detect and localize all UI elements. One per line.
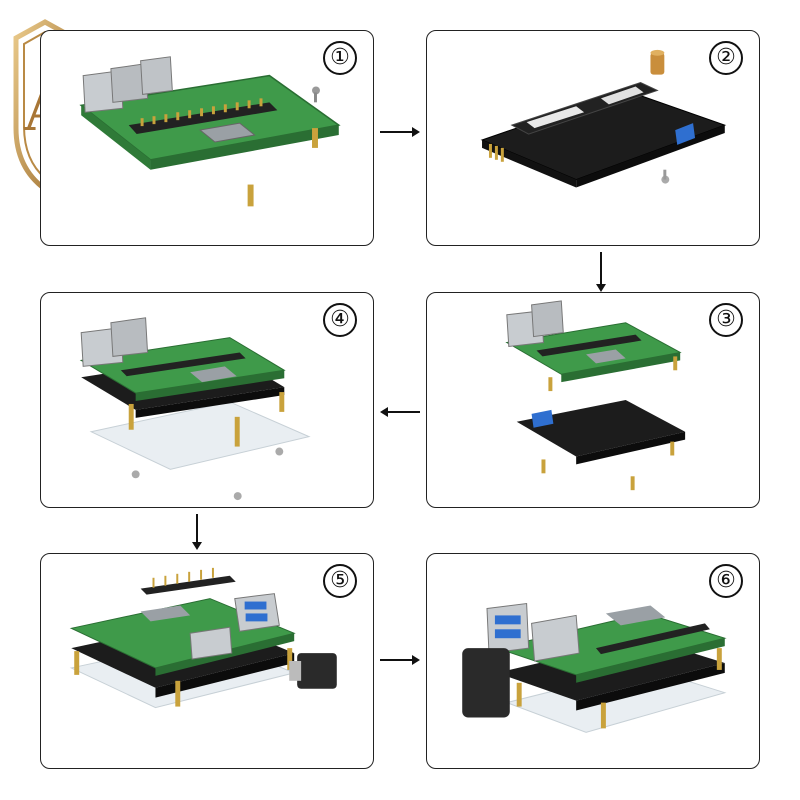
ssd-adapter-board-illustration bbox=[480, 49, 727, 188]
raspberry-pi-board-illustration bbox=[79, 56, 341, 207]
step-number-5: ⑤ bbox=[323, 564, 357, 598]
arrow-right-icon bbox=[380, 127, 420, 137]
step-panel-1: ① bbox=[40, 30, 374, 246]
step-panel-3: ③ bbox=[426, 292, 760, 508]
step-panel-5: ⑤ bbox=[40, 553, 374, 769]
step-number-1: ① bbox=[323, 41, 357, 75]
step-number-2: ② bbox=[709, 41, 743, 75]
step-number-6: ⑥ bbox=[709, 564, 743, 598]
arrow-left-icon bbox=[380, 407, 420, 417]
stacked-board-acrylic-illustration bbox=[79, 317, 311, 501]
step-panel-4: ④ bbox=[40, 292, 374, 508]
step-panel-2: ② bbox=[426, 30, 760, 246]
step-number-3: ③ bbox=[709, 303, 743, 337]
step-panel-6: ⑥ bbox=[426, 553, 760, 769]
assembled-case-usb-adapter-illustration bbox=[69, 567, 337, 709]
final-assembled-unit-illustration bbox=[462, 602, 727, 733]
pi-above-ssd-board-illustration bbox=[505, 300, 686, 491]
arrow-down-icon bbox=[192, 514, 202, 550]
step-number-4: ④ bbox=[323, 303, 357, 337]
arrow-down-icon bbox=[596, 252, 606, 292]
arrow-right-icon bbox=[380, 655, 420, 665]
